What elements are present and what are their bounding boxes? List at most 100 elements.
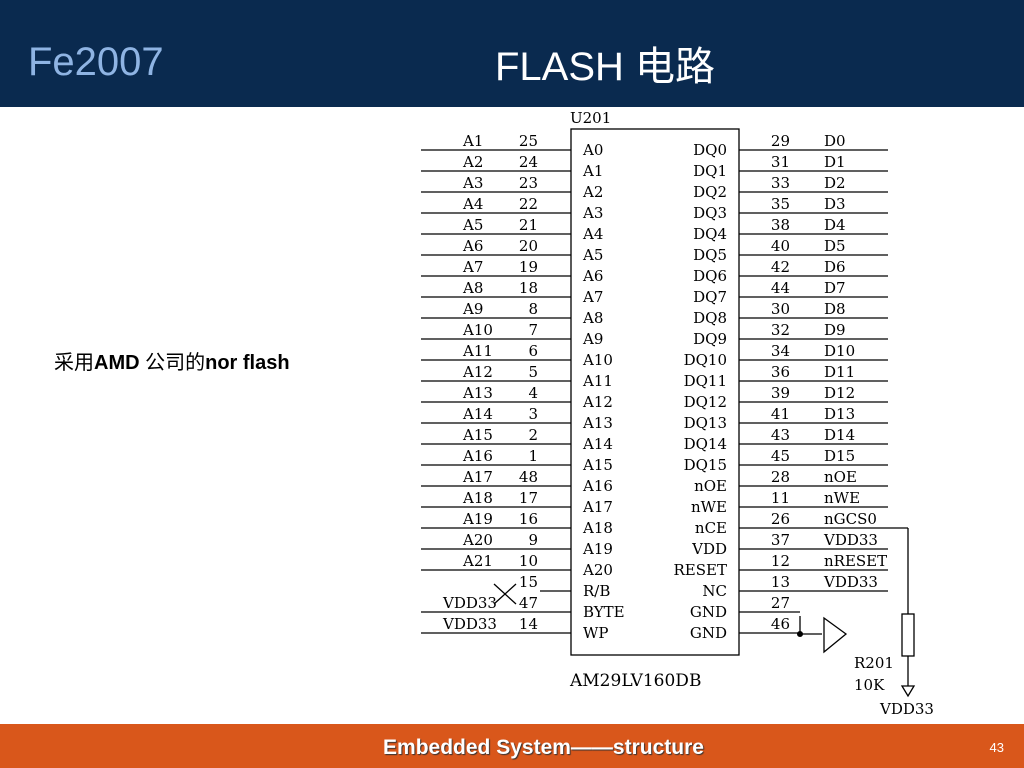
right-pin-number: 26 [771,510,790,528]
right-net-label: D14 [824,426,855,444]
right-net-label: D5 [824,237,846,255]
left-pin-number: 25 [519,132,538,150]
caption: 采用AMD 公司的nor flash [54,346,290,375]
right-pin-label: DQ2 [693,183,727,201]
left-net-label: A4 [462,195,483,213]
right-pin-number: 29 [771,132,790,150]
left-pin-label: WP [583,624,609,642]
left-net-label: A16 [462,447,493,465]
right-net-label: D1 [824,153,846,171]
right-pin-number: 42 [771,258,790,276]
left-net-label: A5 [462,216,483,234]
left-pin-number: 22 [519,195,538,213]
left-net-label: A1 [462,132,483,150]
left-pin-number: 10 [519,552,538,570]
right-pin-number: 33 [771,174,790,192]
page-title: FLASH 电路 [494,45,716,89]
left-pin-label: A11 [582,372,613,390]
footer-bar: Embedded System——structure 43 [0,724,1024,768]
right-pin-label: DQ1 [693,162,727,180]
left-net-label: A20 [462,531,493,549]
left-pin-number: 24 [519,153,538,171]
left-pin-label: A1 [582,162,603,180]
caption-flash-type: nor flash [205,352,290,374]
left-net-label: A7 [462,258,483,276]
left-pin-number: 21 [519,216,538,234]
left-pin-label: A16 [582,477,613,495]
right-net-label: nOE [824,468,857,486]
right-pin-number: 37 [771,531,790,549]
right-pin-number: 13 [771,573,790,591]
right-net-label: D4 [824,216,846,234]
left-pin-label: A15 [582,456,613,474]
right-pin-number: 32 [771,321,790,339]
right-net-label: nGCS0 [824,510,877,528]
right-pin-number: 28 [771,468,790,486]
right-pin-number: 38 [771,216,790,234]
left-pin-number: 5 [528,363,538,381]
left-pin-label: A4 [582,225,603,243]
caption-prefix: 采用 [54,352,94,374]
right-pin-number: 44 [771,279,790,297]
right-net-label: nRESET [824,552,887,570]
caption-middle: 公司的 [139,352,206,374]
right-pin-label: GND [690,624,727,642]
left-pin-label: A12 [582,393,613,411]
left-net-label: A2 [462,153,483,171]
left-pin-label: A20 [582,561,613,579]
right-pin-number: 43 [771,426,790,444]
right-pin-label: NC [702,582,727,600]
left-pin-number: 17 [519,489,538,507]
right-pin-label: DQ5 [693,246,727,264]
left-net-label: A18 [462,489,493,507]
pullup-net-label: VDD33 [879,700,934,718]
left-pin-number: 8 [528,300,538,318]
page-number: 43 [989,740,1004,755]
left-pin-label: R/B [583,582,610,600]
left-pin-number: 1 [528,447,538,465]
left-net-label: A15 [462,426,493,444]
left-net-label: A9 [462,300,483,318]
right-pin-label: DQ3 [693,204,727,222]
left-pin-number: 6 [528,342,538,360]
left-net-label: A11 [462,342,493,360]
left-pin-number: 16 [519,510,538,528]
left-pin-number: 7 [528,321,538,339]
header-bar: Fe2007 FLASH 电路 [0,0,1024,107]
left-net-label: A19 [462,510,493,528]
left-net-label: A17 [462,468,493,486]
left-pin-number: 18 [519,279,538,297]
right-pin-number: 39 [771,384,790,402]
ic-ref-label: U201 [570,109,611,127]
right-net-label: D9 [824,321,846,339]
left-pin-label: A7 [582,288,603,306]
ic-body [570,128,740,656]
left-net-label: A21 [462,552,493,570]
left-pin-number: 19 [519,258,538,276]
right-pin-number: 41 [771,405,790,423]
right-pin-label: DQ7 [693,288,727,306]
no-connect-mark [493,583,517,605]
left-pin-label: A0 [582,141,603,159]
left-pin-label: A5 [582,246,603,264]
right-pin-label: DQ10 [684,351,727,369]
right-pin-label: nOE [694,477,727,495]
left-pin-number: 2 [528,426,538,444]
left-pin-label: A2 [582,183,603,201]
right-pin-label: RESET [674,561,727,579]
right-pin-number: 35 [771,195,790,213]
right-net-label: D8 [824,300,846,318]
right-pin-label: DQ14 [684,435,727,453]
left-pin-label: BYTE [583,603,625,621]
left-pin-number: 20 [519,237,538,255]
right-pin-label: DQ0 [693,141,727,159]
schematic-extras: R201 10K VDD33 [493,527,934,718]
left-pin-label: A18 [582,519,613,537]
left-pin-number: 4 [528,384,538,402]
right-pin-label: VDD [691,540,727,558]
left-pin-number: 23 [519,174,538,192]
left-pin-number: 15 [519,573,538,591]
right-pin-label: DQ6 [693,267,727,285]
